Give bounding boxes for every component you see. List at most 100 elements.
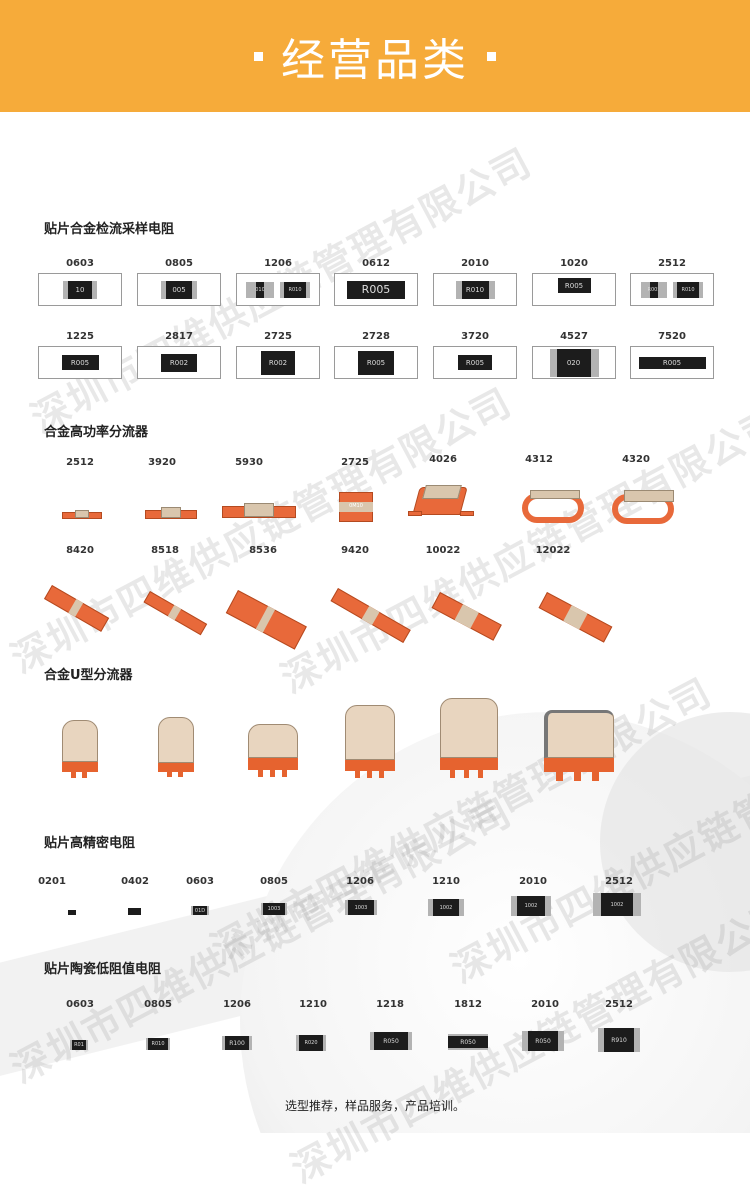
resistor-chip[interactable]: 1002	[511, 896, 551, 916]
size-label: 4320	[622, 454, 650, 465]
u-shunt-image[interactable]	[544, 710, 614, 781]
resistor-chip[interactable]	[128, 908, 141, 915]
section-title-power-shunt: 合金高功率分流器	[44, 425, 149, 440]
resistor-chip[interactable]: R010	[146, 1038, 170, 1050]
size-label: 4312	[525, 454, 553, 465]
resistor-chip: R005	[557, 278, 591, 293]
resistor-chip: R005	[61, 355, 99, 370]
page-title: 经营品类	[281, 35, 469, 86]
resistor-chip[interactable]: 1003	[345, 900, 377, 915]
chip-card[interactable]: R002	[236, 346, 320, 379]
size-label: 3920	[148, 457, 176, 468]
resistor-chip: 10	[63, 280, 97, 299]
chip-card[interactable]: 010 R010	[236, 273, 320, 306]
size-label: 0201	[38, 876, 66, 887]
size-label: 1206	[264, 258, 292, 269]
u-shunt-image[interactable]	[345, 705, 395, 778]
size-label: 2512	[658, 258, 686, 269]
size-label: 2725	[341, 457, 369, 468]
resistor-chip[interactable]: R910	[598, 1028, 640, 1052]
chip-card[interactable]: R005	[334, 273, 418, 306]
size-label: 4527	[560, 331, 588, 342]
u-shunt-image[interactable]	[440, 698, 498, 778]
resistor-chip: R005	[458, 355, 492, 370]
resistor-chip[interactable]: 01D	[191, 906, 209, 915]
resistor-chip: 020	[549, 348, 599, 377]
size-label: 2817	[165, 331, 193, 342]
resistor-chip[interactable]	[68, 910, 76, 915]
size-label: 2010	[461, 258, 489, 269]
size-label: 1225	[66, 331, 94, 342]
size-label: 2512	[605, 876, 633, 887]
section-title-ceramic: 贴片陶瓷低阻值电阻	[44, 962, 162, 977]
resistor-chip[interactable]: R020	[296, 1035, 326, 1051]
size-label: 2010	[531, 999, 559, 1010]
resistor-chip[interactable]: 1002	[593, 893, 641, 916]
size-label: 2728	[362, 331, 390, 342]
size-label: 2725	[264, 331, 292, 342]
size-label: 9420	[341, 545, 369, 556]
bullet-right-icon	[487, 51, 496, 61]
chip-card[interactable]: R005	[334, 346, 418, 379]
resistor-chip[interactable]: 1003	[261, 903, 287, 915]
size-label: 8420	[66, 545, 94, 556]
size-label: 1206	[346, 876, 374, 887]
size-label: 2512	[605, 999, 633, 1010]
size-label: 0603	[66, 999, 94, 1010]
size-label: 2512	[66, 457, 94, 468]
size-label: 5930	[235, 457, 263, 468]
resistor-chip[interactable]: R050	[448, 1034, 488, 1050]
size-label: 1210	[299, 999, 327, 1010]
size-label: 0805	[165, 258, 193, 269]
resistor-chip: R005	[358, 350, 394, 375]
size-label: 1218	[376, 999, 404, 1010]
size-label: 0603	[66, 258, 94, 269]
resistor-chip: R005	[347, 280, 405, 299]
chip-card[interactable]: R005	[38, 346, 122, 379]
chip-card[interactable]: R010	[433, 273, 517, 306]
section-title-precision: 贴片高精密电阻	[44, 836, 136, 851]
size-label: 8536	[249, 545, 277, 556]
size-label: 7520	[658, 331, 686, 342]
size-label: 1020	[560, 258, 588, 269]
size-label: 1812	[454, 999, 482, 1010]
size-label: 1206	[223, 999, 251, 1010]
chip-card[interactable]: R005	[433, 346, 517, 379]
resistor-chip: R010	[455, 280, 495, 299]
section-title-alloy-sense: 贴片合金检流采样电阻	[44, 222, 175, 237]
resistor-chip: R002	[161, 353, 197, 372]
resistor-chip[interactable]: R050	[370, 1032, 412, 1050]
resistor-chip[interactable]: 1002	[428, 899, 464, 916]
footer-services-text: 选型推荐，样品服务，产品培训。	[284, 1099, 465, 1113]
resistor-chip-side: 010	[246, 281, 274, 298]
chip-card[interactable]: R005 R010	[630, 273, 714, 306]
u-shunt-image[interactable]	[62, 720, 98, 778]
resistor-chip: 005	[161, 280, 197, 299]
resistor-chip[interactable]: R100	[222, 1036, 252, 1050]
size-label: 12022	[535, 545, 571, 556]
chip-card[interactable]: R005	[630, 346, 714, 379]
size-label: 1210	[432, 876, 460, 887]
chip-card[interactable]: 10	[38, 273, 122, 306]
size-label: 2010	[519, 876, 547, 887]
size-label: 0603	[186, 876, 214, 887]
u-shunt-image[interactable]	[248, 724, 298, 778]
size-label: 10022	[425, 545, 461, 556]
chip-card[interactable]: R005	[532, 273, 616, 306]
size-label: 0805	[260, 876, 288, 887]
chip-card[interactable]: 020	[532, 346, 616, 379]
resistor-chip-side: R005	[641, 281, 667, 298]
resistor-chip: R002	[261, 350, 295, 375]
u-shunt-image[interactable]	[158, 717, 194, 777]
header-banner: 经营品类	[0, 0, 750, 112]
size-label: 0402	[121, 876, 149, 887]
size-label: 0805	[144, 999, 172, 1010]
resistor-chip[interactable]: R01	[70, 1040, 88, 1050]
chip-card[interactable]: 005	[137, 273, 221, 306]
size-label: 3720	[461, 331, 489, 342]
shunt-image[interactable]: 0M10	[339, 492, 373, 522]
chip-card[interactable]: R002	[137, 346, 221, 379]
resistor-chip-top: R010	[280, 281, 310, 298]
resistor-chip[interactable]: R050	[522, 1031, 564, 1051]
resistor-chip-top: R010	[673, 281, 703, 298]
